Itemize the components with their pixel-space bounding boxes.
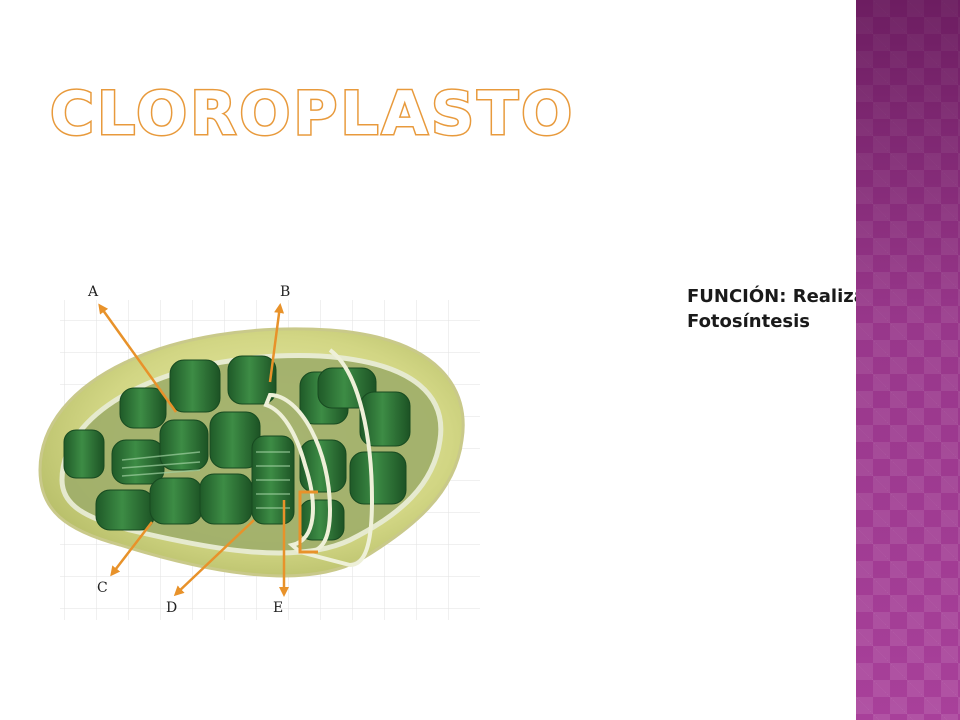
label-a: A xyxy=(87,284,99,300)
decorative-side-bar xyxy=(856,0,960,720)
label-c: C xyxy=(97,580,108,596)
granum-bracket xyxy=(298,490,318,554)
pointer-arrows xyxy=(98,303,289,597)
label-d: D xyxy=(166,600,177,616)
function-description: FUNCIÓN: Realizar la Fotosíntesis xyxy=(687,286,900,333)
slide-title: CLOROPLASTO xyxy=(48,79,576,149)
label-e: E xyxy=(273,600,283,616)
outer-cutaway xyxy=(299,348,375,568)
label-b: B xyxy=(280,284,290,300)
